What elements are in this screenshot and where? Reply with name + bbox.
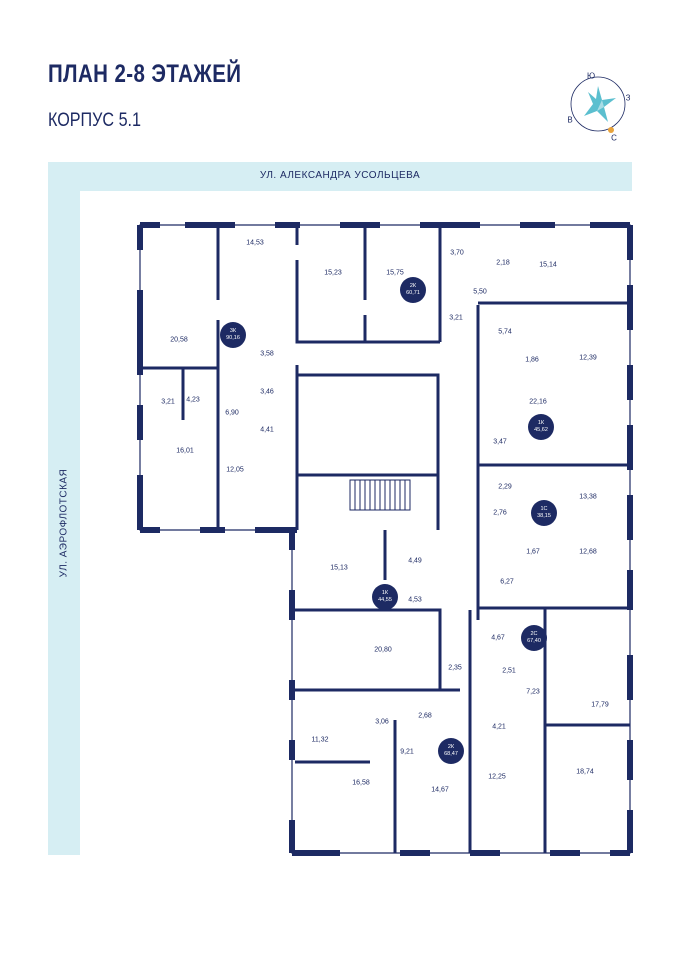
room-area: 3,46	[260, 388, 274, 396]
room-area: 16,01	[176, 447, 194, 455]
room-area: 4,67	[491, 634, 505, 642]
room-area: 17,79	[591, 701, 609, 709]
room-area: 12,05	[226, 466, 244, 474]
apartment-type: 1С	[540, 506, 548, 512]
room-area: 2,35	[448, 664, 462, 672]
room-area: 3,06	[375, 718, 389, 726]
street-top-label: УЛ. АЛЕКСАНДРА УСОЛЬЦЕВА	[259, 170, 421, 181]
room-area: 6,27	[500, 578, 514, 586]
room-area: 14,67	[431, 786, 449, 794]
street-left: УЛ. АЭРОФЛОТСКАЯ	[48, 191, 80, 855]
room-area: 2,68	[418, 712, 432, 720]
room-area: 1,86	[525, 356, 539, 364]
room-area: 4,41	[260, 426, 274, 434]
room-area: 15,23	[324, 269, 342, 277]
room-area: 2,51	[502, 667, 516, 675]
room-area: 3,58	[260, 350, 274, 358]
room-area: 4,53	[408, 596, 422, 604]
apartment-type: 2К	[409, 283, 417, 289]
room-area: 18,74	[576, 768, 594, 776]
room-area: 15,14	[539, 261, 557, 269]
room-area: 2,29	[498, 483, 512, 491]
room-area: 3,47	[493, 438, 507, 446]
apartment-type: 2С	[530, 631, 538, 637]
room-area: 12,68	[579, 548, 597, 556]
compass-icon: Ю З С В	[566, 71, 631, 143]
compass-north: С	[611, 133, 617, 143]
apartment-area: 45,62	[534, 427, 548, 433]
room-area: 4,21	[492, 723, 506, 731]
apartment-area: 67,40	[527, 638, 541, 644]
street-top: УЛ. АЛЕКСАНДРА УСОЛЬЦЕВА	[48, 162, 632, 191]
room-area: 3,21	[449, 314, 463, 322]
room-area: 2,76	[493, 509, 507, 517]
room-area: 3,21	[161, 398, 175, 406]
apartment-type: 1К	[381, 590, 389, 596]
room-area: 13,38	[579, 493, 597, 501]
room-area: 22,16	[529, 398, 547, 406]
room-area: 7,23	[526, 688, 540, 696]
room-area: 20,80	[374, 646, 392, 654]
room-area: 5,74	[498, 328, 512, 336]
room-area: 9,21	[400, 748, 414, 756]
apartment-type: 3К	[229, 328, 237, 334]
compass-east: В	[567, 115, 573, 125]
room-area: 1,67	[526, 548, 540, 556]
apartment-area: 44,55	[378, 597, 392, 603]
room-area: 14,53	[246, 239, 264, 247]
room-area: 15,13	[330, 564, 348, 572]
apartment-area: 60,71	[406, 290, 420, 296]
room-area: 12,39	[579, 354, 597, 362]
room-area: 2,18	[496, 259, 510, 267]
room-area: 15,75	[386, 269, 404, 277]
apartment-type: 2К	[447, 744, 455, 750]
apartment-type: 1К	[537, 420, 545, 426]
room-area: 12,25	[488, 773, 506, 781]
apartment-area: 68,47	[444, 751, 458, 757]
room-area: 4,49	[408, 557, 422, 565]
room-area: 11,32	[311, 736, 329, 744]
room-area: 20,58	[170, 336, 188, 344]
room-area: 4,23	[186, 396, 200, 404]
compass-south: Ю	[586, 71, 596, 81]
building-subtitle: КОРПУС 5.1	[48, 110, 142, 131]
room-area: 5,50	[473, 288, 487, 296]
apartment-area: 38,15	[537, 513, 551, 519]
room-area: 6,90	[225, 409, 239, 417]
room-area: 3,70	[450, 249, 464, 257]
page-title: ПЛАН 2-8 ЭТАЖЕЙ	[48, 60, 242, 88]
compass-west: З	[625, 93, 631, 103]
apartment-area: 90,16	[226, 335, 240, 341]
room-area: 16,58	[352, 779, 370, 787]
